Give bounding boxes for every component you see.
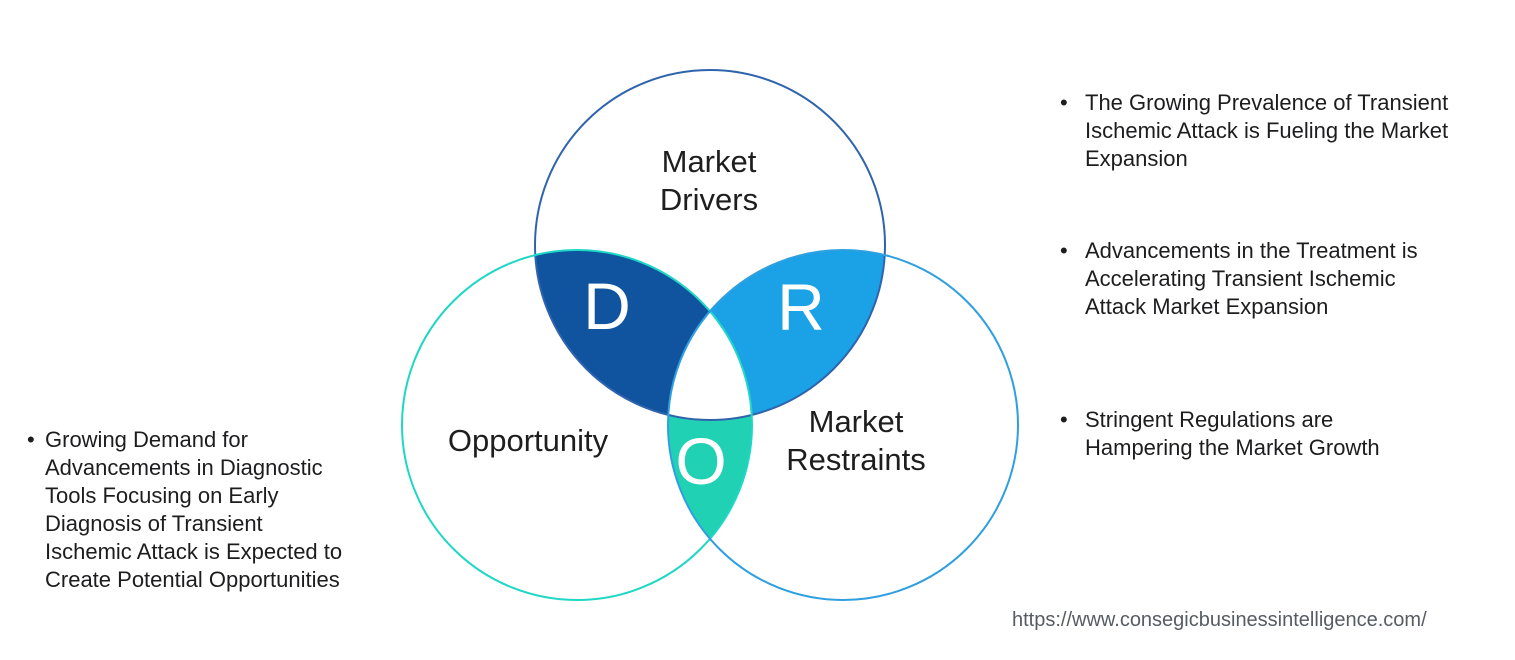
restraint-bullet-item: • Stringent Regulations are Hampering th…: [1060, 406, 1500, 462]
letter-o: O: [675, 424, 727, 498]
label-opportunity: Opportunity: [447, 423, 609, 458]
petal-d-drivers-opportunity: [535, 250, 752, 420]
label-market-restraints: Market Restraints: [786, 404, 926, 477]
bullet-dot-icon: •: [1060, 407, 1068, 432]
bullet-dot-icon: •: [27, 427, 35, 452]
letter-r: R: [777, 270, 825, 344]
opportunity-bullet-text: Growing Demand for Advancements in Diagn…: [45, 427, 343, 592]
driver-bullet-item-1: • The Growing Prevalence of Transient Is…: [1060, 89, 1500, 173]
venn-center-region: [668, 311, 752, 420]
driver-bullet-item-2: • Advancements in the Treatment is Accel…: [1060, 237, 1500, 321]
driver-bullet-text-2: Advancements in the Treatment is Acceler…: [1085, 238, 1418, 319]
source-url: https://www.consegicbusinessintelligence…: [1012, 609, 1427, 631]
drivers-circle-outline: [534, 69, 886, 421]
bullet-dot-icon: •: [1060, 238, 1068, 263]
label-market-drivers: Market Drivers: [659, 144, 759, 217]
restraint-bullet-text: Stringent Regulations are Hampering the …: [1085, 407, 1380, 460]
letter-d: D: [583, 269, 631, 343]
restraints-circle-outline: [667, 249, 1019, 601]
opportunity-bullet-item: • Growing Demand for Advancements in Dia…: [27, 426, 412, 594]
opportunity-circle-outline: [401, 249, 753, 601]
petal-r-drivers-restraints: [668, 250, 885, 420]
driver-bullet-text-1: The Growing Prevalence of Transient Isch…: [1085, 90, 1449, 171]
bullet-dot-icon: •: [1060, 90, 1068, 115]
